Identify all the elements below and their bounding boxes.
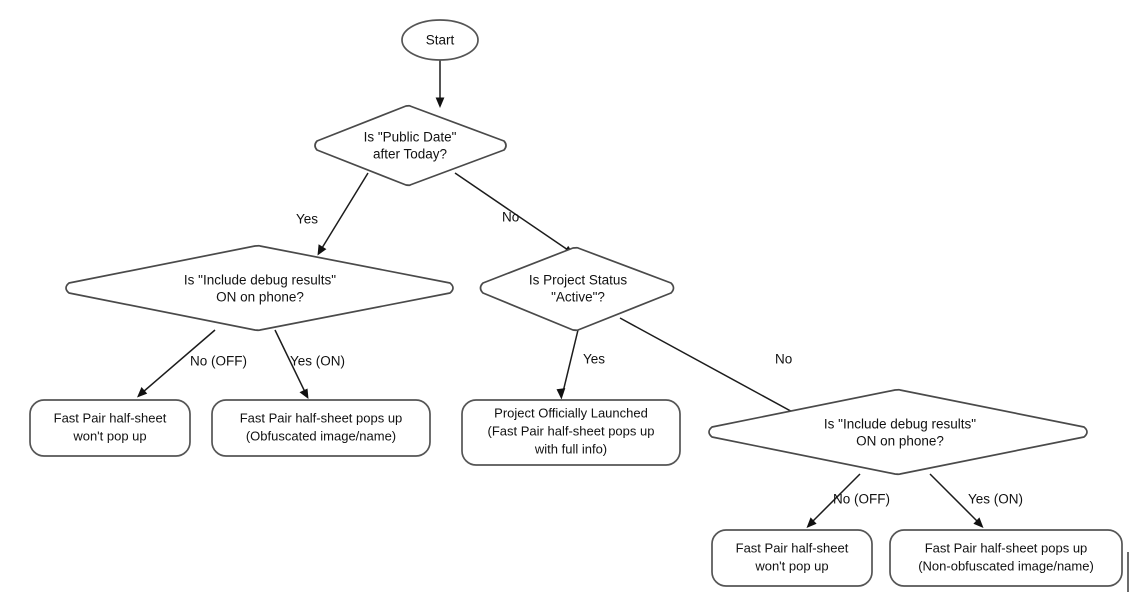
edge-label-debug-left-yes: Yes (ON) [290,354,345,369]
node-result-left-off[interactable]: Fast Pair half-sheet won't pop up [29,399,191,457]
edge-project-status-yes: Yes [556,329,605,400]
edge-debug-right-no: No (OFF) [806,473,890,528]
node-start-label: Start [426,33,455,48]
node-decision-project-status-line1: Is Project Status [529,273,628,288]
node-decision-debug-left-line1: Is "Include debug results" [184,273,336,288]
node-decision-debug-right-line1: Is "Include debug results" [824,417,976,432]
node-result-left-off-line1: Fast Pair half-sheet [54,410,167,425]
edge-start-to-public-date [435,60,445,108]
edge-label-project-status-yes: Yes [583,352,605,367]
node-result-launched-line1: Project Officially Launched [494,405,648,420]
node-result-left-on-line1: Fast Pair half-sheet pops up [240,410,403,425]
node-result-launched-line2: (Fast Pair half-sheet pops up [488,423,655,438]
node-result-left-on-line2: (Obfuscated image/name) [246,428,396,443]
node-result-launched-line3: with full info) [534,441,607,456]
node-decision-debug-right[interactable]: Is "Include debug results" ON on phone? [708,388,1088,476]
edge-public-date-yes: Yes [296,172,369,256]
node-result-right-on-line1: Fast Pair half-sheet pops up [925,540,1088,555]
node-result-right-on[interactable]: Fast Pair half-sheet pops up (Non-obfusc… [889,529,1123,587]
edge-label-debug-left-no: No (OFF) [190,354,247,369]
edge-debug-right-yes: Yes (ON) [929,473,1023,528]
node-decision-public-date[interactable]: Is "Public Date" after Today? [314,104,507,187]
node-decision-public-date-line1: Is "Public Date" [364,130,457,145]
node-result-left-off-line2: won't pop up [72,428,146,443]
node-start[interactable]: Start [401,19,479,61]
node-result-right-off[interactable]: Fast Pair half-sheet won't pop up [711,529,873,587]
node-result-launched[interactable]: Project Officially Launched (Fast Pair h… [461,399,681,466]
node-result-right-off-line2: won't pop up [754,558,828,573]
edge-label-public-date-yes: Yes [296,212,318,227]
node-decision-public-date-line2: after Today? [373,147,447,162]
node-decision-project-status-line2: "Active"? [551,290,605,305]
node-decision-debug-left-line2: ON on phone? [216,290,304,305]
node-result-left-on[interactable]: Fast Pair half-sheet pops up (Obfuscated… [211,399,431,457]
node-result-right-off-line1: Fast Pair half-sheet [736,540,849,555]
edge-debug-left-no: No (OFF) [137,329,247,398]
edge-label-public-date-no: No [502,210,519,225]
edge-label-debug-right-no: No (OFF) [833,492,890,507]
edge-label-project-status-no: No [775,352,792,367]
node-decision-project-status[interactable]: Is Project Status "Active"? [479,246,675,332]
edge-debug-left-yes: Yes (ON) [274,329,345,399]
edge-label-debug-right-yes: Yes (ON) [968,492,1023,507]
node-result-right-on-line2: (Non-obfuscated image/name) [918,558,1094,573]
node-decision-debug-left[interactable]: Is "Include debug results" ON on phone? [65,244,454,332]
node-decision-debug-right-line2: ON on phone? [856,434,944,449]
edge-public-date-no: No [454,172,575,255]
